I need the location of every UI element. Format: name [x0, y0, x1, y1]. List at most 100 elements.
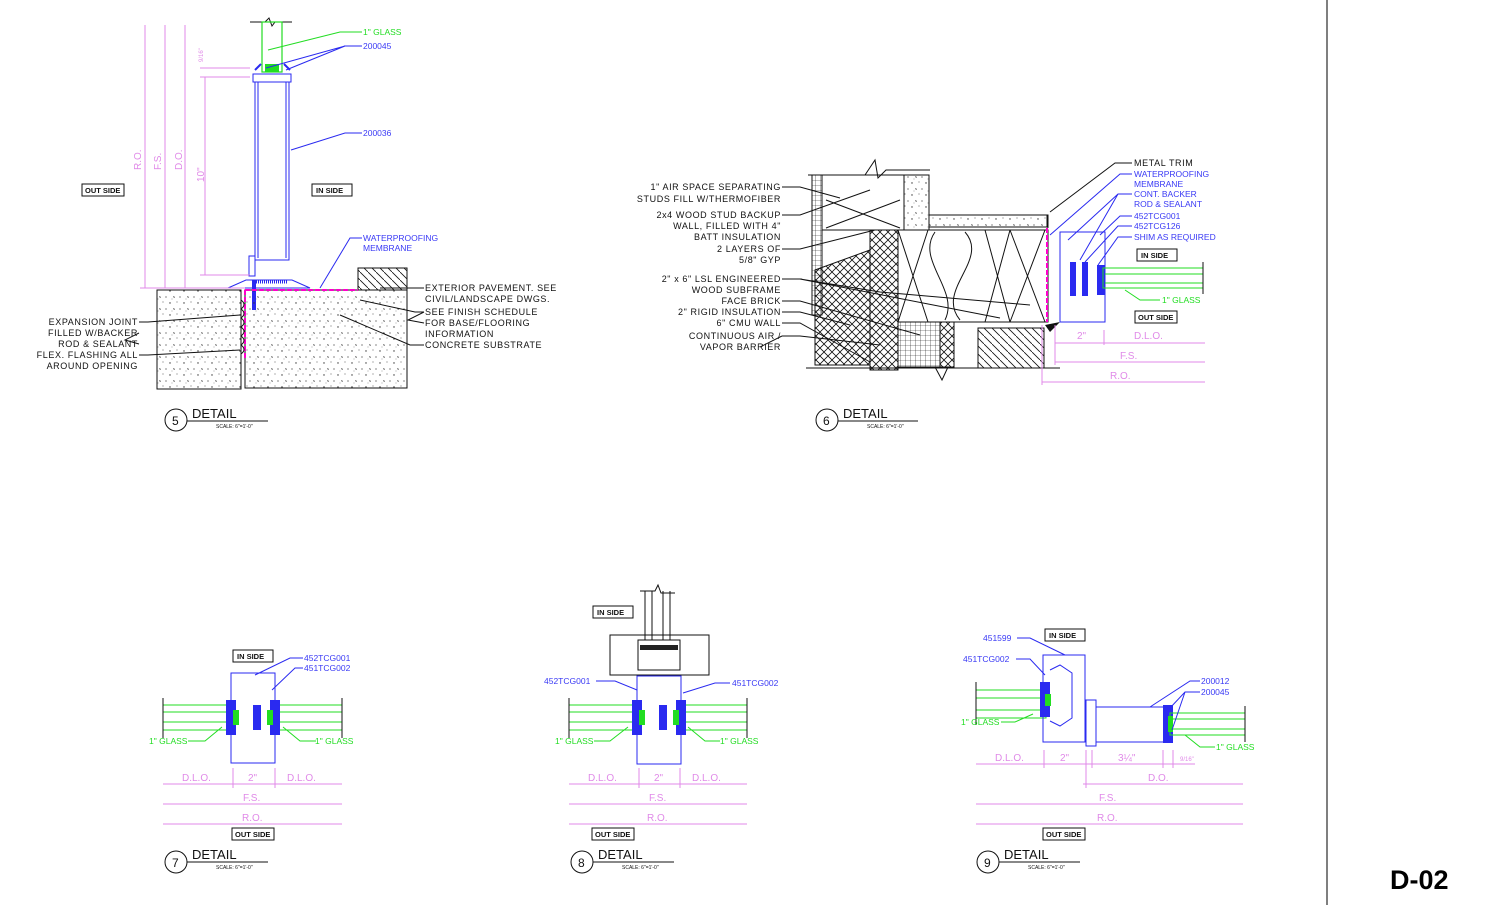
note: INFORMATION [425, 329, 494, 339]
note: CONTINUOUS AIR / [689, 331, 781, 341]
dimension-lines: D.L.O. 2" D.L.O. F.S. R.O. [163, 768, 342, 825]
out-side-tag: OUT SIDE [1138, 313, 1173, 322]
in-side-tag: IN SIDE [1049, 631, 1076, 640]
mullion-profile [227, 17, 311, 310]
dim-fs: F.S. [153, 153, 164, 170]
note: CONCRETE SUBSTRATE [425, 340, 542, 350]
part-200036: 200036 [363, 128, 392, 138]
detail-title: DETAIL [1004, 847, 1049, 862]
dim-dlo: D.L.O. [1134, 331, 1163, 342]
part-label: 452TCG001 [304, 653, 351, 663]
metal-trim-label: METAL TRIM [1134, 158, 1193, 168]
note: MEMBRANE [1134, 179, 1183, 189]
membrane-label: MEMBRANE [363, 243, 412, 253]
dim-9-16: 9/16" [199, 48, 205, 62]
detail-scale: SCALE: 6"=1'-0" [216, 424, 253, 430]
dimension-lines: D.L.O. 2" D.L.O. F.S. R.O. [569, 768, 747, 825]
dim-2in: 2" [1060, 753, 1070, 764]
detail-scale: SCALE: 6"=1'-0" [867, 424, 904, 430]
note: CONT. BACKER [1134, 189, 1197, 199]
glass-label: 1" GLASS [315, 736, 354, 746]
right-notes: WATERPROOFING MEMBRANE CONT. BACKER ROD … [1134, 169, 1216, 242]
detail-title: DETAIL [843, 406, 888, 421]
out-side-tag: OUT SIDE [595, 830, 630, 839]
note: FILLED W/BACKER [48, 328, 138, 338]
detail-callout: 6 DETAIL SCALE: 6"=1'-0" [815, 406, 918, 432]
note: CIVIL/LANDSCAPE DWGS. [425, 294, 550, 304]
out-side-tag: OUT SIDE [235, 830, 270, 839]
note: 452TCG126 [1134, 221, 1181, 231]
dim-fs: F.S. [1120, 351, 1137, 362]
detail-7: IN SIDE 452TCG001 451TCG002 1" GLASS 1" … [149, 649, 354, 874]
out-side-tag: OUT SIDE [1046, 830, 1081, 839]
in-side-tag: IN SIDE [237, 652, 264, 661]
dimension-lines: 2" D.L.O. F.S. R.O. [1041, 325, 1205, 385]
note: 5/8" GYP [739, 255, 781, 265]
note: SEE FINISH SCHEDULE [425, 307, 538, 317]
dimension-lines: R.O. F.S. D.O. 10" 9/16" [133, 25, 250, 289]
dim-ro: R.O. [647, 813, 668, 824]
detail-callout: 5 DETAIL SCALE: 6"=1'-0" [164, 406, 268, 432]
glass-label: 1" GLASS [1162, 295, 1201, 305]
dim-ro: R.O. [242, 813, 263, 824]
dim-dlo: D.L.O. [692, 773, 721, 784]
note: 2" RIGID INSULATION [678, 307, 781, 317]
detail-scale: SCALE: 6"=1'-0" [622, 865, 659, 871]
note: 1" AIR SPACE SEPARATING [650, 182, 781, 192]
detail-callout: 9 DETAIL SCALE: 6"=1'-0" [976, 847, 1080, 874]
leaders [759, 162, 1160, 363]
detail-number: 5 [172, 414, 179, 428]
glass-label: 1" GLASS [555, 736, 594, 746]
part-200045: 200045 [363, 41, 392, 51]
detail-title: DETAIL [598, 847, 643, 862]
part-label: 452TCG001 [544, 676, 591, 686]
detail-number: 9 [984, 856, 991, 870]
dim-2in: 2" [654, 773, 664, 784]
glass-label: 1" GLASS [961, 717, 1000, 727]
note: 2 LAYERS OF [717, 244, 781, 254]
part-label: 451599 [983, 633, 1012, 643]
detail-number: 8 [578, 856, 585, 870]
detail-8: IN SIDE 452TCG001 451TCG002 1" GLASS 1" … [544, 583, 779, 874]
dim-9-16: 9/16" [1180, 757, 1194, 763]
dim-2in: 2" [1077, 331, 1087, 342]
in-side-tag: IN SIDE [597, 608, 624, 617]
note: FACE BRICK [721, 296, 781, 306]
in-side-tag: IN SIDE [316, 186, 343, 195]
glass-label: 1" GLASS [1216, 742, 1255, 752]
detail-scale: SCALE: 6"=1'-0" [216, 865, 253, 871]
note: VAPOR BARRIER [700, 342, 781, 352]
dim-fs: F.S. [243, 793, 260, 804]
dim-2in: 2" [248, 773, 258, 784]
note: WALL, FILLED WITH 4" [673, 221, 781, 231]
note: 2x4 WOOD STUD BACKUP [656, 210, 781, 220]
dimension-lines: D.L.O. 2" 3¼" 9/16" D.O. F.S. R.O. [976, 750, 1243, 825]
dim-do: D.O. [1148, 773, 1169, 784]
detail-6: 2" D.L.O. F.S. R.O. 1" AIR SPACE SEPARAT… [637, 158, 1216, 432]
glass-label: 1" GLASS [363, 27, 402, 37]
part-label: 200045 [1201, 687, 1230, 697]
note: BATT INSULATION [694, 232, 781, 242]
dim-dlo: D.L.O. [588, 773, 617, 784]
dim-dlo: D.L.O. [182, 773, 211, 784]
dim-fs: F.S. [1099, 793, 1116, 804]
part-label: 200012 [1201, 676, 1230, 686]
out-side-tag: OUT SIDE [85, 186, 120, 195]
detail-scale: SCALE: 6"=1'-0" [1028, 865, 1065, 871]
note: ROD & SEALANT [58, 339, 138, 349]
glass-label: 1" GLASS [720, 736, 759, 746]
dim-fs: F.S. [649, 793, 666, 804]
membrane-label: WATERPROOFING [363, 233, 438, 243]
detail-number: 7 [172, 856, 179, 870]
note: 2" x 6" LSL ENGINEERED [662, 274, 781, 284]
in-side-tag: IN SIDE [1141, 251, 1168, 260]
note: EXPANSION JOINT [49, 317, 138, 327]
note: 6" CMU WALL [717, 318, 781, 328]
note: 452TCG001 [1134, 211, 1181, 221]
part-label: 451TCG002 [732, 678, 779, 688]
note: STUDS FILL W/THERMOFIBER [637, 194, 781, 204]
note: FOR BASE/FLOORING [425, 318, 530, 328]
note: SHIM AS REQUIRED [1134, 232, 1216, 242]
detail-callout: 8 DETAIL SCALE: 6"=1'-0" [570, 847, 674, 874]
